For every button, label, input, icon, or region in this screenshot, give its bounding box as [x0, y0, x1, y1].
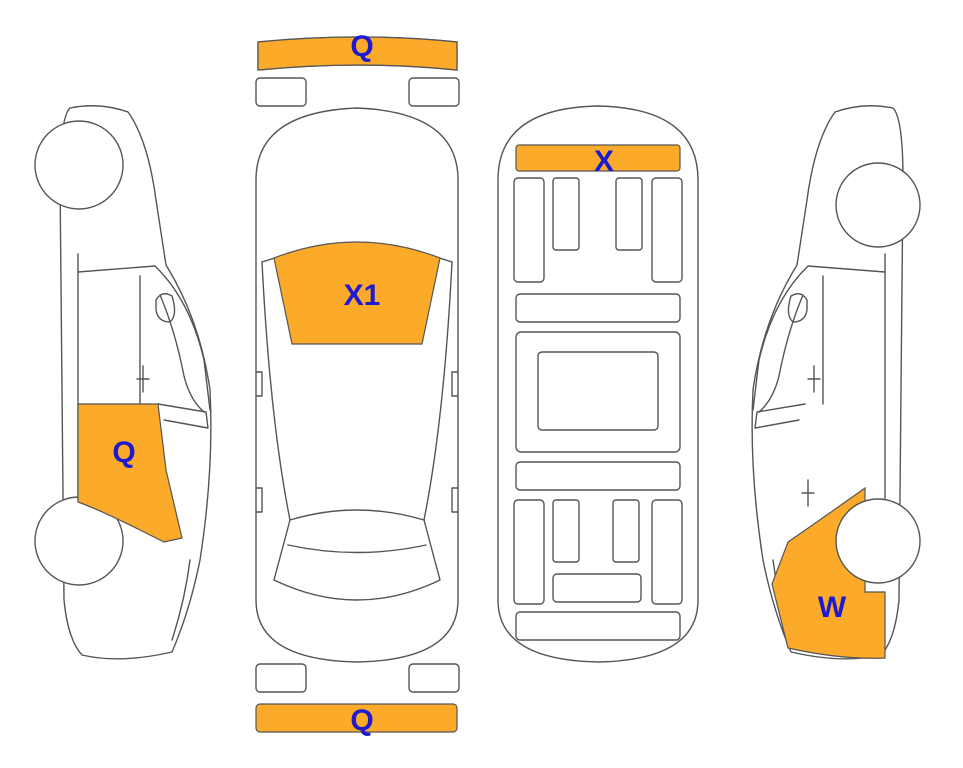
left-rear-wheel — [34, 496, 124, 586]
interior-rear-center — [552, 573, 642, 603]
damage-area-roof-front[interactable] — [515, 144, 681, 172]
interior-dash-bar — [515, 293, 681, 323]
top-view-front-right-light — [408, 77, 460, 107]
top-view-rear-window — [287, 544, 427, 554]
damage-area-front-bumper[interactable] — [257, 36, 458, 71]
interior-front-right-seat — [651, 177, 683, 283]
car-interior-view — [497, 105, 699, 663]
damage-area-hood[interactable] — [273, 241, 441, 345]
damage-label-front-bumper: Q — [350, 30, 373, 63]
interior-rear-left-console — [552, 499, 580, 563]
top-view-front-left-light — [255, 77, 307, 107]
left-side-front-handle — [136, 365, 150, 393]
top-view-rear-right-light — [408, 663, 460, 693]
interior-center-panel — [537, 351, 659, 431]
interior-rear-bar — [515, 461, 681, 491]
top-view-right-rear-door — [451, 487, 459, 513]
damage-area-rear-bumper[interactable] — [255, 703, 458, 733]
damage-markers: Q X1 X Q W Q — [77, 30, 921, 737]
interior-rear-left-seat — [513, 499, 545, 605]
left-front-wheel — [34, 120, 124, 210]
damage-area-left-rear-door[interactable] — [77, 403, 183, 543]
car-left-side-view — [34, 105, 212, 660]
damage-label-hood: X1 — [344, 279, 381, 312]
interior-rear-right-console — [612, 499, 640, 563]
left-side-front-door-line — [77, 265, 211, 411]
interior-front-right-console — [615, 177, 643, 251]
top-view-right-mirror — [451, 371, 459, 397]
left-side-tail-line — [171, 559, 191, 641]
right-side-front-door-line — [752, 265, 886, 411]
top-view-body-outline — [255, 107, 459, 663]
top-view-right-fender — [423, 261, 453, 521]
damage-label-left-rear-door: Q — [112, 436, 135, 469]
damage-label-rear-bumper: Q — [350, 704, 373, 737]
top-view-left-rear-door — [255, 487, 263, 513]
interior-trunk — [515, 611, 681, 641]
right-side-rear-handle — [801, 479, 815, 507]
top-view-cabin — [273, 509, 441, 601]
right-side-mirror — [787, 293, 808, 323]
top-view-left-fender — [261, 261, 291, 521]
car-top-view — [255, 36, 460, 693]
right-side-window-line — [758, 294, 804, 413]
damage-label-roof-front: X — [594, 145, 614, 178]
top-view-left-mirror — [255, 371, 263, 397]
left-side-window-line — [159, 294, 205, 413]
right-front-wheel — [835, 162, 921, 248]
interior-rear-right-seat — [651, 499, 683, 605]
left-side-beltline — [157, 403, 209, 429]
interior-front-left-seat — [513, 177, 545, 283]
left-side-mirror — [155, 293, 176, 323]
interior-front-left-console — [552, 177, 580, 251]
right-side-front-handle — [807, 365, 821, 393]
right-rear-wheel — [835, 498, 921, 584]
damage-label-right-rear-quarter: W — [818, 591, 847, 624]
right-side-beltline — [754, 403, 806, 429]
top-view-rear-left-light — [255, 663, 307, 693]
